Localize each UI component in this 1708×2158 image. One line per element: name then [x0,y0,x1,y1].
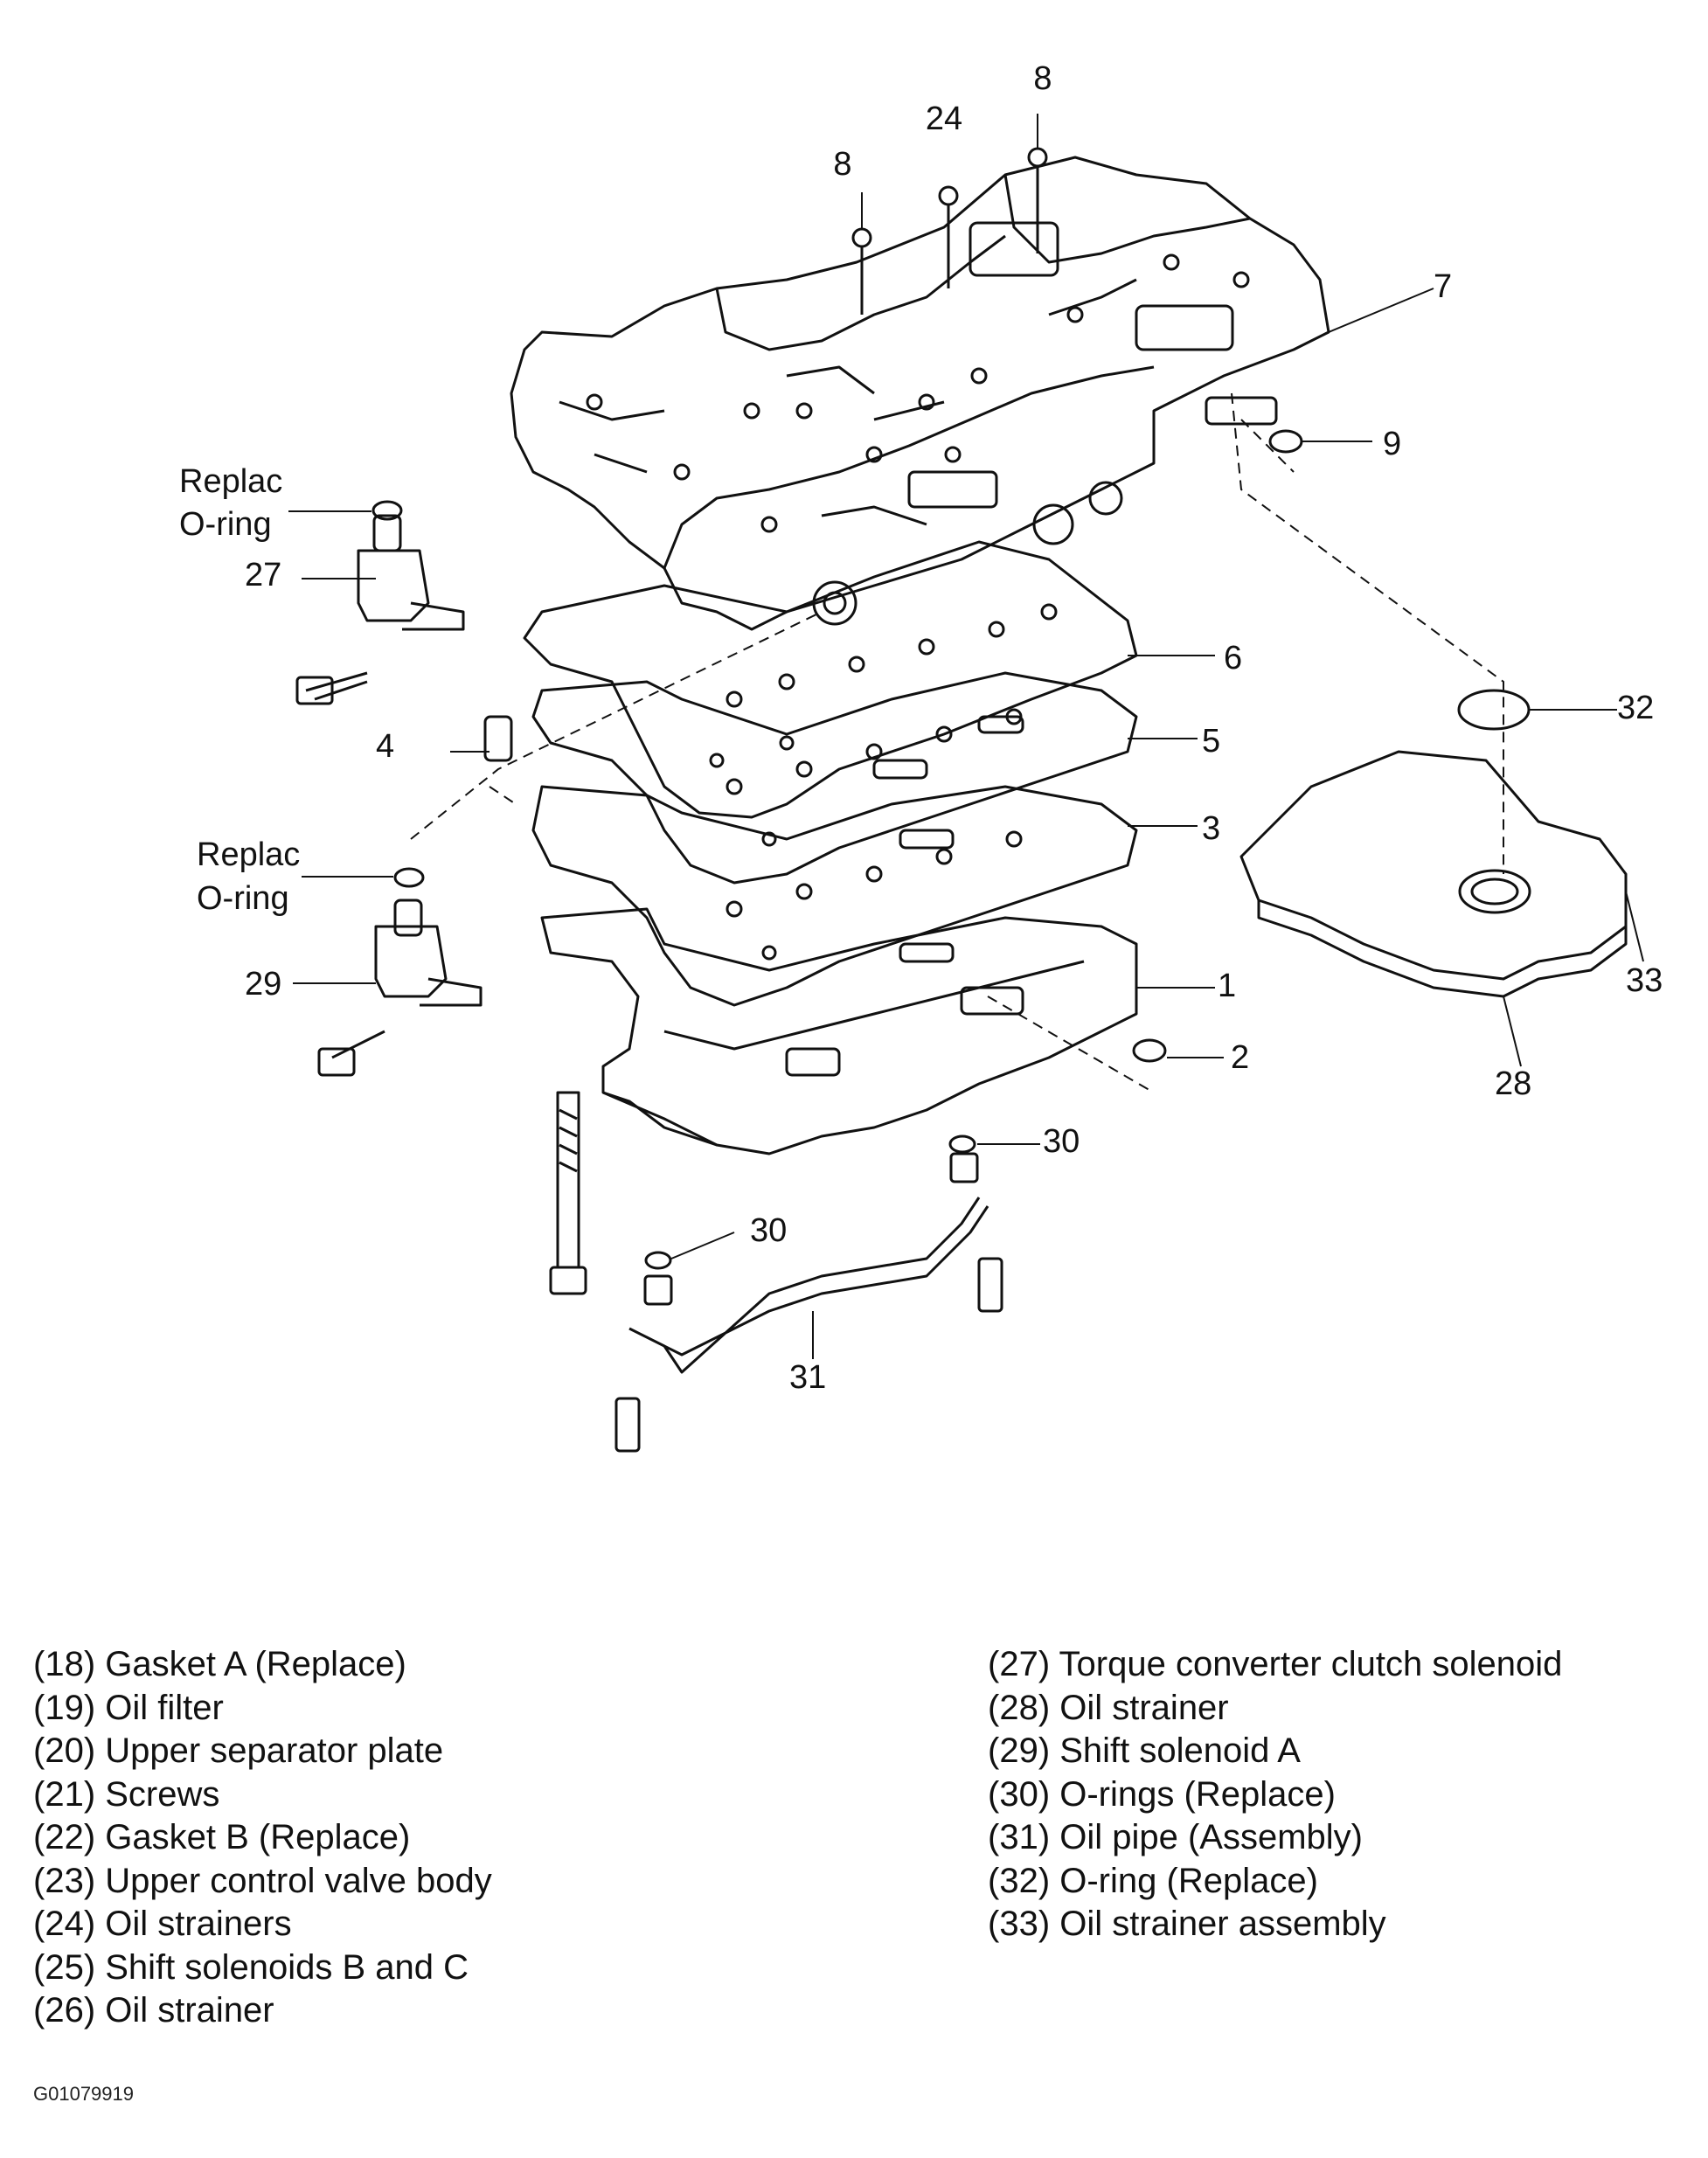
legend-item: (19) Oil filter [33,1688,224,1727]
callout-3: 3 [1202,810,1220,847]
callout-8a: 8 [833,146,851,183]
legend-item: (28) Oil strainer [988,1688,1229,1727]
callout-4: 4 [376,728,394,765]
upper-valve-body [510,156,1330,631]
callout-31: 31 [789,1359,826,1396]
callout-8b: 8 [1033,60,1052,97]
o-ring-30b [644,1251,672,1270]
callout-32: 32 [1617,690,1654,726]
torque-converter-solenoid [295,500,465,705]
o-ring-30a [948,1135,976,1154]
legend-item: (22) Gasket B (Replace) [33,1818,411,1856]
callout-oring-2: O-ring [197,880,289,917]
long-bolt [549,1091,587,1295]
legend-item: (23) Upper control valve body [33,1861,492,1900]
legend-item: (21) Screws [33,1774,220,1814]
callout-1: 1 [1218,968,1236,1004]
legend-item: (24) Oil strainers [33,1905,292,1943]
legend-item: (25) Shift solenoids B and C [33,1947,469,1987]
shift-solenoid-a [317,867,483,1077]
plug-2 [1132,1038,1167,1063]
figure-id: G01079919 [33,2083,134,2105]
callout-24: 24 [926,101,962,137]
callout-29: 29 [245,966,281,1003]
callout-7: 7 [1434,268,1452,305]
legend-item: (31) Oil pipe (Assembly) [988,1818,1364,1856]
callout-30b: 30 [750,1212,787,1249]
callout-5: 5 [1202,723,1220,760]
o-ring-8b [1027,147,1048,168]
legend-item: (32) O-ring (Replace) [988,1861,1318,1900]
callout-6: 6 [1224,640,1242,677]
oil-strainer-assembly [1239,750,1628,998]
callout-oring-1: O-ring [179,506,272,543]
separator-plate-6 [523,540,1138,819]
callout-33: 33 [1626,962,1663,999]
legend-item: (33) Oil strainer assembly [988,1905,1386,1943]
o-ring-8a [851,227,872,248]
exploded-diagram: 8 24 8 7 9 Replac O-ring 27 6 32 5 4 3 R… [179,60,1663,1453]
separator-plate-3 [531,785,1138,1007]
legend-right: (27) Torque converter clutch solenoid (2… [988,1643,1562,1946]
callout-9: 9 [1383,426,1401,462]
oil-strainer-4 [483,715,513,762]
legend-item: (27) Torque converter clutch solenoid [988,1645,1563,1683]
callout-30a: 30 [1043,1123,1080,1160]
separator-plate-5 [531,671,1138,885]
callout-27: 27 [245,557,281,593]
callout-replac-1: Replac [179,463,282,500]
callout-2: 2 [1231,1039,1249,1076]
legend-left: (18) Gasket A (Replace) (19) Oil filter … [33,1643,492,2033]
lower-valve-body [540,907,1138,1155]
oil-pipe [628,1197,989,1374]
legend-item: (18) Gasket A (Replace) [33,1645,406,1683]
legend-item: (29) Shift solenoid A [988,1731,1301,1770]
legend-item: (26) Oil strainer [33,1991,274,2030]
plug-9 [1268,429,1303,454]
legend-item: (30) O-rings (Replace) [988,1774,1336,1814]
o-ring-32 [1457,689,1531,731]
o-ring-24 [938,185,959,206]
callout-replac-2: Replac [197,836,300,873]
callout-28: 28 [1495,1065,1531,1102]
legend-item: (20) Upper separator plate [33,1731,444,1770]
